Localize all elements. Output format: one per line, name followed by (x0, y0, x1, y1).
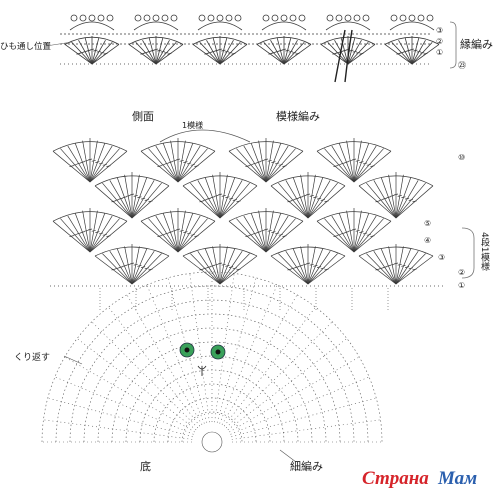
edge-row-marker: ② (436, 37, 443, 46)
picot-crown (325, 14, 371, 31)
increase-ray (219, 282, 279, 424)
cat-mouth (197, 365, 207, 376)
side-row-marker: ⑤ (424, 219, 431, 228)
picot-crown (261, 14, 307, 31)
edge-row-marker: ㉓ (458, 61, 466, 70)
stitch-fan (182, 172, 258, 219)
bottom-label: 底 (140, 459, 151, 473)
stitch-fan (94, 172, 170, 219)
round-row (181, 411, 243, 443)
watermark-prefix: Страна (362, 468, 429, 489)
side-row-marker: ② (458, 268, 465, 277)
edging-label: 縁編み (460, 37, 493, 51)
increase-ray (45, 397, 193, 438)
stitch-fan (256, 36, 312, 65)
increase-ray (216, 275, 257, 423)
stitch-fan (316, 138, 392, 183)
increase-ray (229, 355, 362, 433)
cord-position-label: ひも通し位置 (0, 41, 52, 52)
stitch-fan (358, 244, 434, 285)
increase-ray (227, 337, 349, 431)
edge-row-marker: ① (436, 48, 443, 57)
increase-ray (225, 320, 334, 429)
side-pattern-fans (50, 138, 445, 287)
picot-crown (69, 14, 115, 31)
stitch-fan (192, 36, 248, 65)
increase-ray (52, 375, 194, 435)
increase-ray (231, 419, 383, 440)
increase-ray (41, 419, 193, 440)
side-row-marker: ④ (424, 236, 431, 245)
stitch-fan (140, 208, 216, 253)
picot-crown (197, 14, 243, 31)
round-row (167, 397, 257, 443)
stitch-fan (128, 36, 184, 65)
cat-face (179, 342, 226, 376)
edging-fans (60, 14, 440, 65)
stitch-fan (384, 36, 440, 65)
round-row (125, 355, 299, 443)
increase-ray (125, 292, 203, 425)
side-row-marker: ③ (438, 253, 445, 262)
increase-ray (62, 355, 195, 433)
increase-ray (189, 271, 210, 423)
increase-ray (221, 292, 299, 425)
picot-crown (389, 14, 435, 31)
pattern-stitch-label: 模様編み (276, 109, 320, 123)
repeat-label: 4段1模様 (479, 232, 490, 270)
one-pattern-label: 1模様 (182, 120, 203, 130)
increase-ray (223, 305, 317, 427)
edge-row-marker: ③ (436, 26, 443, 35)
side-row-marker: ⑩ (458, 153, 465, 162)
increase-ray (75, 337, 197, 431)
cord-drawstring (334, 29, 353, 83)
increase-ray (214, 271, 235, 423)
watermark: Страна Мам (362, 468, 477, 489)
bottom-circle-chart (40, 270, 389, 453)
increase-ray (231, 397, 379, 438)
stitch-fan (316, 208, 392, 253)
stitch-fan (228, 138, 304, 183)
repeat-turn-label: くり返す (14, 351, 50, 363)
stitch-fan (228, 208, 304, 253)
turn-pointer (63, 355, 83, 365)
stitch-fan (52, 208, 128, 253)
increase-ray (90, 320, 199, 429)
increase-ray (145, 282, 205, 424)
increase-ray (230, 375, 372, 435)
side-label: 側面 (132, 110, 154, 123)
side-row-marker: ① (458, 281, 465, 290)
stitch-fan (358, 172, 434, 219)
fine-stitch-pointer (279, 449, 297, 463)
stitch-fan (64, 36, 120, 65)
edging-bracket (449, 21, 457, 69)
cord-pointer (45, 41, 73, 47)
increase-ray (107, 305, 201, 427)
magic-ring (201, 431, 223, 453)
stitch-fan (182, 244, 258, 285)
picot-crown (133, 14, 179, 31)
one-pattern-arc (159, 129, 251, 143)
stitch-fan (52, 138, 128, 183)
fine-stitch-label: 細編み (290, 459, 323, 473)
repeat-bracket (461, 227, 475, 279)
stitch-fan (270, 172, 346, 219)
round-row (83, 313, 341, 443)
stitch-fan (94, 244, 170, 285)
stitch-fan (270, 244, 346, 285)
watermark-suffix: Мам (437, 468, 477, 489)
stitch-fan (140, 138, 216, 183)
